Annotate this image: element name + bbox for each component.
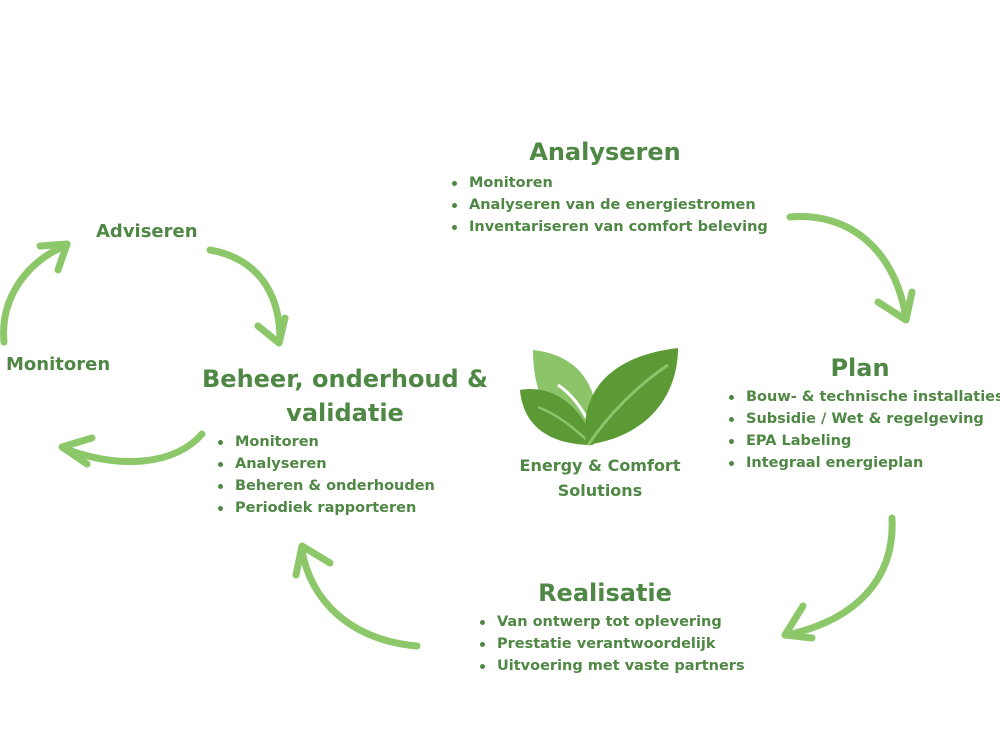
list-item: Prestatie verantwoordelijk: [478, 633, 745, 655]
list-item: Periodiek rapporteren: [216, 497, 435, 519]
list-item: Inventariseren van comfort beleving: [450, 216, 768, 238]
arrow-adviseren-to-beheer: [206, 246, 289, 347]
beheer-list: Monitoren Analyseren Beheren & onderhoud…: [216, 431, 435, 519]
list-item: Subsidie / Wet & regelgeving: [727, 408, 1000, 430]
bullet-icon: [480, 664, 485, 669]
bullet-icon: [218, 506, 223, 511]
plan-title: Plan: [830, 354, 890, 382]
bullet-icon: [729, 395, 734, 400]
analyseren-title: Analyseren: [529, 138, 681, 166]
bullet-icon: [729, 461, 734, 466]
analyseren-list: Monitoren Analyseren van de energiestrom…: [450, 172, 768, 238]
realisatie-title: Realisatie: [538, 579, 672, 607]
arrow-analyseren-to-plan: [786, 213, 916, 324]
bullet-icon: [729, 417, 734, 422]
list-item: Beheren & onderhouden: [216, 475, 435, 497]
leaves-icon: [520, 348, 678, 446]
bullet-icon: [218, 440, 223, 445]
list-item: EPA Labeling: [727, 430, 1000, 452]
plan-list: Bouw- & technische installaties Subsidie…: [727, 386, 1000, 474]
list-item: Analyseren: [216, 453, 435, 475]
bullet-icon: [452, 203, 457, 208]
bullet-icon: [729, 439, 734, 444]
monitoren-label: Monitoren: [6, 354, 111, 375]
beheer-title: Beheer, onderhoud & validatie: [202, 365, 488, 427]
list-item: Van ontwerp tot oplevering: [478, 611, 745, 633]
bullet-icon: [480, 642, 485, 647]
bullet-icon: [218, 484, 223, 489]
section-analyseren: Analyseren: [440, 138, 770, 166]
list-item: Monitoren: [216, 431, 435, 453]
bullet-icon: [452, 225, 457, 230]
list-item: Uitvoering met vaste partners: [478, 655, 745, 677]
bullet-icon: [452, 181, 457, 186]
logo-text: Energy & Comfort Solutions: [519, 456, 681, 500]
list-item: Integraal energieplan: [727, 452, 1000, 474]
adviseren-label: Adviseren: [96, 221, 198, 242]
list-item: Monitoren: [450, 172, 768, 194]
bullet-icon: [480, 620, 485, 625]
list-item: Analyseren van de energiestromen: [450, 194, 768, 216]
arrow-realisatie-to-beheer: [292, 542, 421, 650]
bullet-icon: [218, 462, 223, 467]
list-item: Bouw- & technische installaties: [727, 386, 1000, 408]
arrow-beheer-to-monitoren: [58, 430, 206, 468]
realisatie-list: Van ontwerp tot oplevering Prestatie ver…: [478, 611, 745, 677]
arrow-plan-to-realisatie: [781, 514, 896, 642]
arrow-monitoren-to-adviseren: [0, 240, 71, 346]
